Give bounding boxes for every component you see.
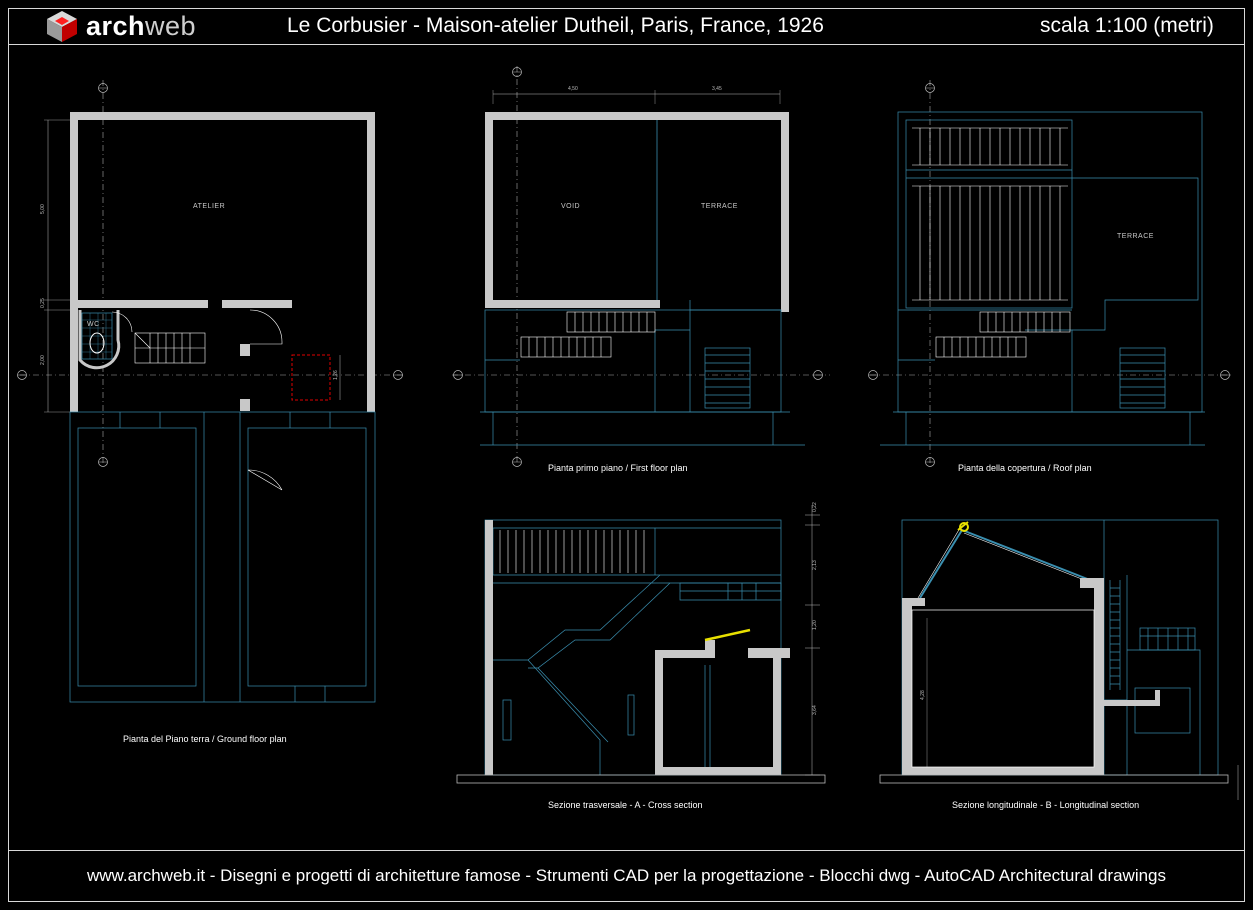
caption-roof: Pianta della copertura / Roof plan (958, 463, 1092, 473)
cube-logo-icon (47, 11, 77, 42)
logo-wordmark: archweb (86, 10, 197, 41)
dim-label: 1,20 (812, 620, 818, 630)
ground-floor-plan[interactable]: 5,00 0,25 2,00 WC (17, 80, 406, 703)
longitudinal-section[interactable]: 4,28 (879, 519, 1239, 800)
dim-label: 3,64 (812, 705, 818, 715)
cross-section[interactable]: 0,22 2,13 1,20 3,64 (456, 502, 826, 784)
room-label-terrace: TERRACE (701, 203, 738, 210)
dim-label: 0,22 (812, 502, 818, 512)
dim-label: 4,28 (920, 690, 926, 700)
dim-label: 1,26 (333, 370, 339, 380)
room-label-wc: WC (87, 321, 100, 328)
roof-plan[interactable]: TERRACE (868, 80, 1233, 467)
dim-label: 3,45 (712, 86, 722, 92)
archweb-logo[interactable]: archweb (44, 9, 196, 43)
dim-label: 2,00 (40, 355, 46, 365)
dim-label: 2,13 (812, 560, 818, 570)
drawing-title: Le Corbusier - Maison-atelier Dutheil, P… (287, 14, 824, 37)
dim-label: 0,25 (40, 298, 46, 308)
drawing-frame (8, 8, 1245, 902)
dim-label: 5,00 (40, 204, 46, 214)
caption-longitudinal-section: Sezione longitudinale - B - Longitudinal… (952, 800, 1139, 810)
first-floor-plan[interactable]: 4,50 3,45 VOID TERRACE (452, 66, 830, 467)
footer-divider (8, 850, 1245, 851)
dim-label: 4,50 (568, 86, 578, 92)
caption-first-floor: Pianta primo piano / First floor plan (548, 463, 688, 473)
caption-ground-floor: Pianta del Piano terra / Ground floor pl… (123, 734, 287, 744)
header-divider (8, 44, 1245, 45)
footer-links[interactable]: www.archweb.it - Disegni e progetti di a… (86, 866, 1167, 885)
caption-cross-section: Sezione trasversale - A - Cross section (548, 800, 703, 810)
room-label-atelier: ATELIER (193, 203, 225, 210)
room-label-terrace: TERRACE (1117, 233, 1154, 240)
scale-label: scala 1:100 (metri) (1040, 14, 1214, 37)
room-label-void: VOID (561, 203, 580, 210)
